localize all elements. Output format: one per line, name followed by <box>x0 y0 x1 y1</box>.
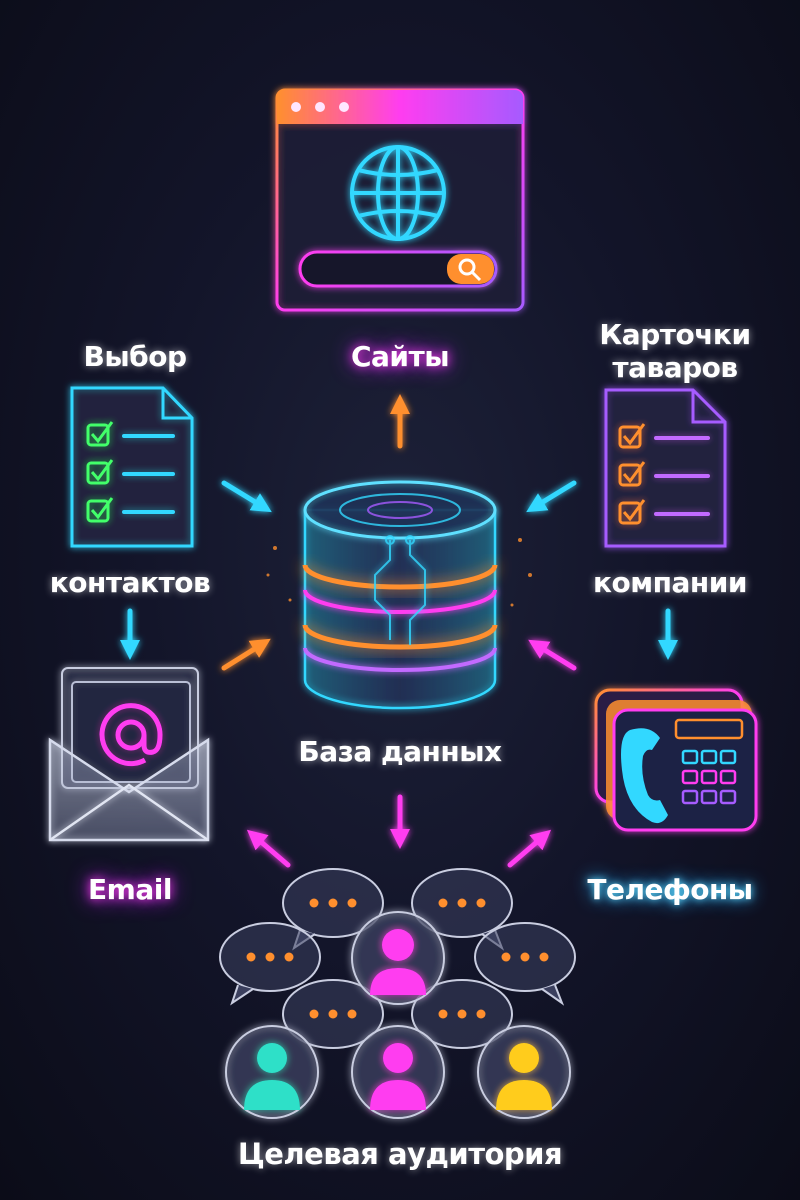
label-audience: Целевая аудитория <box>180 1137 620 1171</box>
label-cards-line1: Карточки <box>580 318 770 351</box>
audience-cluster <box>220 869 575 1118</box>
arrow-cards-to-db <box>533 483 574 508</box>
label-choice: Выбор <box>55 340 215 373</box>
arrow-choice-to-db <box>224 483 265 508</box>
checklist-document-left <box>72 388 192 546</box>
user-avatar-icon <box>352 1026 444 1118</box>
label-phones: Телефоны <box>570 873 770 906</box>
envelope-at-icon <box>50 668 208 840</box>
label-cards-line2: таваров <box>580 351 770 384</box>
desk-phone-icon <box>596 690 756 830</box>
arrow-email-to-db <box>224 643 264 668</box>
label-database: База данных <box>260 735 540 768</box>
checklist-document-right <box>606 390 725 546</box>
database-cylinder-icon <box>305 482 495 708</box>
user-avatar-icon <box>226 1026 318 1118</box>
label-email: Email <box>55 873 205 906</box>
user-avatar-icon <box>352 912 444 1004</box>
label-contacts: контактов <box>35 566 225 599</box>
globe-icon <box>352 147 444 239</box>
label-companies: компании <box>575 566 765 599</box>
arrow-phone-to-db <box>535 644 574 668</box>
user-avatar-icon <box>478 1026 570 1118</box>
arrow-audience-to-phones <box>510 835 545 865</box>
arrow-audience-to-email <box>253 835 288 865</box>
label-sites: Сайты <box>320 340 480 373</box>
search-bar <box>300 252 496 286</box>
